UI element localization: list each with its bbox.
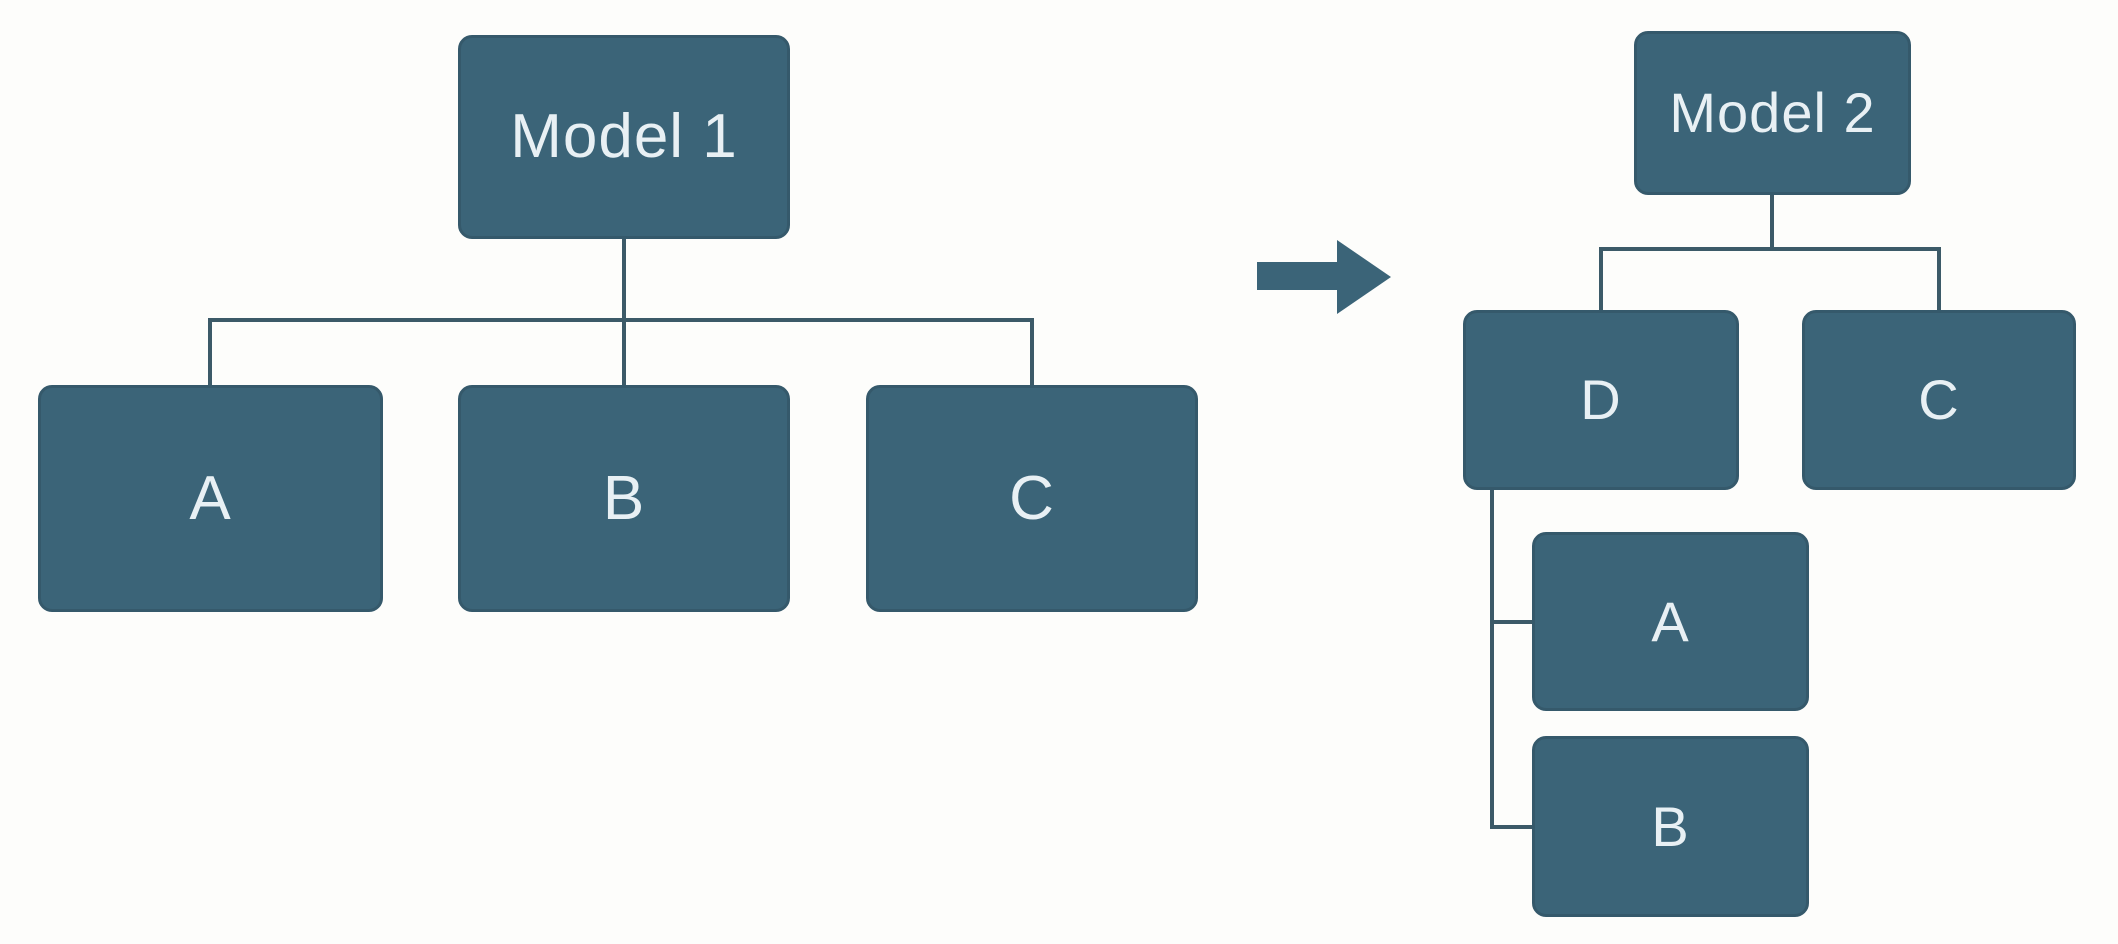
node-d-right-label: D [1580, 368, 1622, 431]
node-b-left: B [458, 385, 790, 612]
connector-line [622, 239, 626, 322]
node-d-right: D [1463, 310, 1739, 490]
node-model-2: Model 2 [1634, 31, 1911, 195]
node-b-right: B [1532, 736, 1809, 917]
connector-line [208, 318, 212, 385]
connector-line [1599, 247, 1603, 310]
connector-line [622, 318, 626, 385]
node-a-left-label: A [189, 463, 232, 533]
node-model-2-label: Model 2 [1669, 81, 1876, 144]
connector-line [1599, 247, 1941, 251]
connector-line [1490, 620, 1532, 624]
connector-line [1770, 195, 1774, 251]
node-a-right-label: A [1651, 589, 1690, 653]
node-c-left-label: C [1009, 463, 1055, 533]
node-b-left-label: B [602, 463, 646, 533]
node-a-left: A [38, 385, 383, 612]
connector-line [208, 318, 1034, 322]
node-c-right: C [1802, 310, 2076, 490]
connector-line [1937, 247, 1941, 310]
connector-line [1490, 825, 1532, 829]
node-c-right-label: C [1918, 368, 1960, 431]
node-model-1-label: Model 1 [510, 102, 738, 171]
connector-line [1490, 490, 1494, 829]
node-c-left: C [866, 385, 1198, 612]
node-b-right-label: B [1651, 794, 1690, 858]
right-arrow-shaft [1257, 262, 1339, 290]
right-arrow-head [1337, 240, 1391, 314]
node-model-1: Model 1 [458, 35, 790, 239]
connector-line [1030, 318, 1034, 385]
node-a-right: A [1532, 532, 1809, 711]
